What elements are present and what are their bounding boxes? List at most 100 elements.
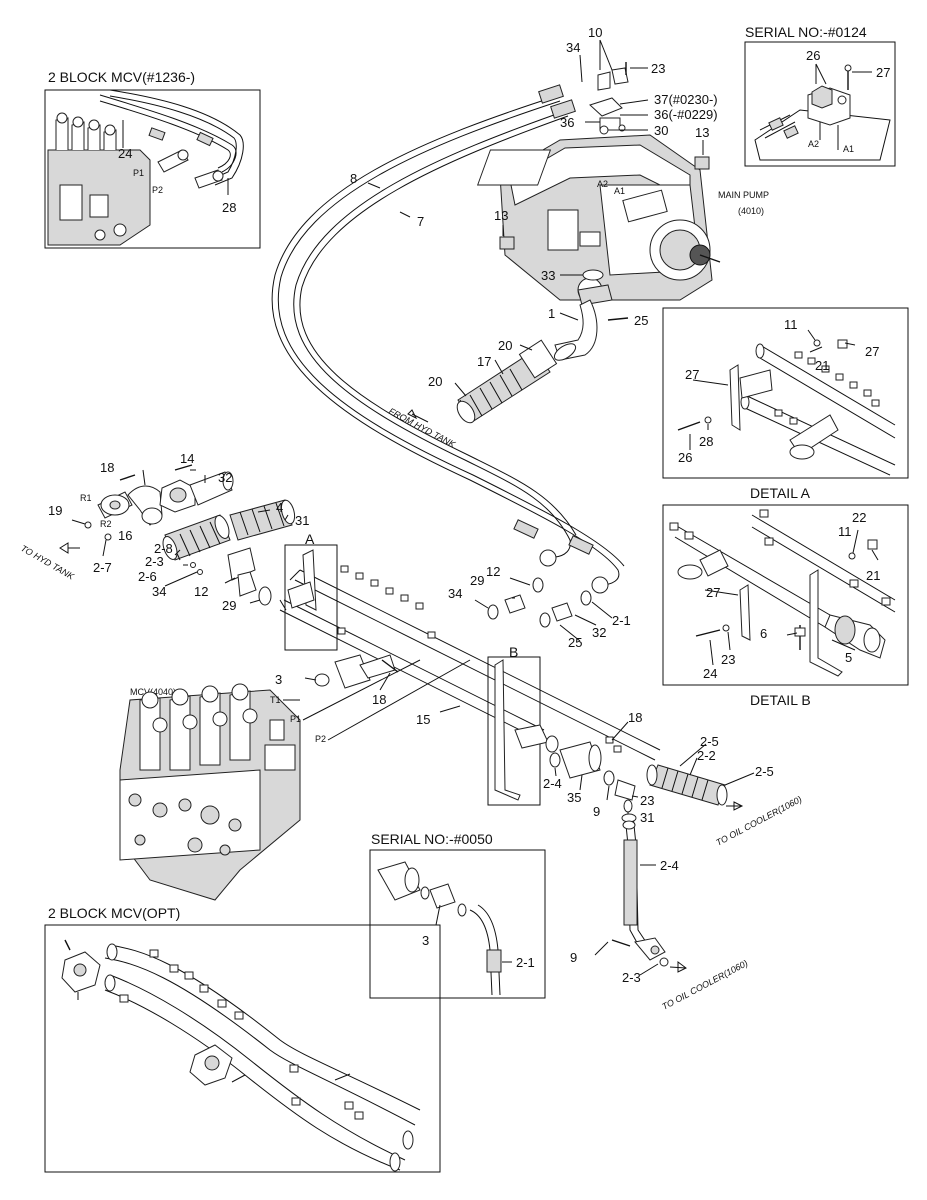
- main-pump-code: (4010): [738, 206, 764, 216]
- main-pump-caption: MAIN PUMP: [718, 190, 769, 200]
- callout-27-a1: 21: [815, 358, 829, 373]
- callout-7-main: 7: [417, 214, 424, 229]
- callout-2-8: 34: [152, 584, 166, 599]
- callout-10-serial: 26: [806, 48, 820, 63]
- callout-32-top: 19: [48, 503, 62, 518]
- detail-a-box: DETAIL A 11 27 21 27 28 26: [662, 307, 909, 501]
- callout-30: 30: [654, 123, 668, 138]
- callout-2-6: 29: [222, 598, 236, 613]
- mcv-caption: MCV(4040): [130, 687, 176, 697]
- callout-18-b: 2-5: [755, 764, 774, 779]
- callout-20-b: 20: [428, 374, 442, 389]
- port-label-p2-top: P2: [152, 185, 163, 195]
- callout-2-7: 2-6: [138, 569, 157, 584]
- callout-21-a: 26: [678, 450, 692, 465]
- port-label-a2-serial: A2: [808, 139, 819, 149]
- pump-callouts: 10 34 23 37(#0230-) 36(-#0229) 36 30 13 …: [494, 25, 718, 236]
- inset-2block-top-title: 2 BLOCK MCV(#1236-): [48, 69, 195, 85]
- to-oil-cooler-caption-2: TO OIL COOLER(1060): [660, 958, 749, 1012]
- port-label-r2: R2: [100, 519, 112, 529]
- port-label-a1-pump: A1: [614, 186, 625, 196]
- callout-34-mid: 12: [486, 564, 500, 579]
- serial-0050-title: SERIAL NO:-#0050: [371, 831, 493, 847]
- callout-25-mid: 18: [372, 692, 386, 707]
- callout-2-1: 15: [416, 712, 430, 727]
- callout-31-left: 2-7: [93, 560, 112, 575]
- callout-12-a: 29: [470, 573, 484, 588]
- callout-2-4: 23: [640, 793, 654, 808]
- detail-a-marker-box: [284, 544, 338, 651]
- center-pipe-assembly: A B: [275, 531, 803, 848]
- callout-29-a: 34: [448, 586, 462, 601]
- callout-14: 4: [276, 500, 283, 515]
- callout-11-a: 27: [685, 367, 699, 382]
- callout-33: 33: [541, 268, 555, 283]
- callout-10-main: 10: [588, 25, 602, 40]
- inset-2block-mcv-top: 2 BLOCK MCV(#1236-) 24 28 P1 P2: [44, 69, 261, 249]
- callout-27-b2: 23: [721, 652, 735, 667]
- port-label-p2-mcv: P2: [315, 734, 326, 744]
- serial-0124-title: SERIAL NO:-#0124: [745, 24, 867, 40]
- callout-32-mid: 3: [275, 672, 282, 687]
- callout-34-top: 34: [566, 40, 580, 55]
- callout-16: 2-3: [145, 554, 164, 569]
- port-label-a2-pump: A2: [597, 179, 608, 189]
- callout-37: 37(#0230-): [654, 92, 718, 107]
- callout-13-right: 13: [695, 125, 709, 140]
- callout-3: 18: [628, 710, 642, 725]
- main-pump: A2 A1 MAIN PUMP (4010): [476, 62, 769, 303]
- main-hoses-7-8: 8 7: [271, 84, 625, 594]
- callout-35: 31: [640, 810, 654, 825]
- callout-24-left: 14: [180, 451, 194, 466]
- callout-25-top: 25: [634, 313, 648, 328]
- suction-piping: 33 1 25 20 17 20 FROM HYD TANK: [387, 268, 648, 450]
- callout-6: 5: [845, 650, 852, 665]
- callout-31-bottom: 2-3: [622, 970, 641, 985]
- callout-29-b: 25: [568, 635, 582, 650]
- callout-22-b: 6: [760, 626, 767, 641]
- callout-2-2: 35: [567, 790, 581, 805]
- port-label-t1: T1: [270, 695, 281, 705]
- callout-28-b: 22: [852, 510, 866, 525]
- callout-15: 2-2: [697, 748, 716, 763]
- callout-8-inset: 28: [222, 200, 236, 215]
- callout-2-5-b: 9: [593, 804, 600, 819]
- mini-mcv-block: [47, 112, 151, 246]
- callout-19: 2-8: [154, 541, 173, 556]
- callout-18-left: 31: [295, 513, 309, 528]
- callout-21-b: 24: [703, 666, 717, 681]
- port-label-a1-serial: A1: [843, 144, 854, 154]
- port-label-p1-top: P1: [133, 168, 144, 178]
- callout-5: 32: [218, 470, 232, 485]
- callout-7-inset: 24: [118, 146, 132, 161]
- callout-2-5-a: 2-4: [543, 776, 562, 791]
- callout-27-a2: 28: [699, 434, 713, 449]
- callout-26-a: 27: [865, 344, 879, 359]
- to-oil-cooler-caption-1: TO OIL COOLER(1060): [714, 794, 803, 848]
- callout-28-a: 11: [784, 317, 798, 332]
- inset-serial-0050: SERIAL NO:-#0050 3 2-1: [369, 831, 546, 999]
- inset-2block-mcv-opt: 2 BLOCK MCV(OPT): [44, 905, 441, 1173]
- detail-b-marker: B: [509, 644, 518, 660]
- callout-36-paren: 36(-#0229): [654, 107, 718, 122]
- inset-2block-opt-title: 2 BLOCK MCV(OPT): [48, 905, 180, 921]
- callout-4: 16: [118, 528, 132, 543]
- callout-12-b: 32: [592, 625, 606, 640]
- port-label-r1: R1: [80, 493, 92, 503]
- callout-1: 1: [548, 306, 555, 321]
- callout-18-a: 2-5: [700, 734, 719, 749]
- callout-8-main: 8: [350, 171, 357, 186]
- callout-20-a: 20: [498, 338, 512, 353]
- return-line-group: 14 18 32 4 31 19 16 2-7 2-8 2-3 2-6 34 1…: [19, 451, 309, 613]
- callout-23-left: 18: [100, 460, 114, 475]
- detail-a-title: DETAIL A: [750, 485, 811, 501]
- detail-b-box: DETAIL B 11 22 21 27 6 24 23: [662, 504, 909, 708]
- callout-17: 17: [477, 354, 491, 369]
- callout-2-3: 12: [194, 584, 208, 599]
- callout-9: 2-4: [660, 858, 679, 873]
- callout-26-b: 21: [866, 568, 880, 583]
- port-label-p1-mcv: P1: [290, 714, 301, 724]
- callout-11-b: 27: [706, 585, 720, 600]
